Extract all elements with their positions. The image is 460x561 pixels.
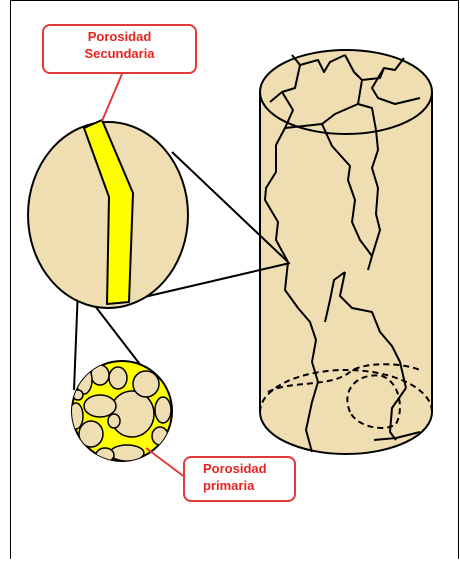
primary-porosity-callout: Porosidad primaria (183, 456, 296, 502)
cylinder-top (260, 50, 432, 134)
secondary-porosity-label-line1: Porosidad (44, 28, 195, 45)
pore-grains-circle (69, 361, 172, 462)
fracture-magnified-circle (28, 120, 188, 308)
primary-porosity-label-line2: primaria (203, 477, 294, 494)
secondary-porosity-label-line2: Secundaria (44, 45, 195, 62)
rock-core-cylinder (260, 50, 432, 454)
secondary-porosity-callout: Porosidad Secundaria (42, 24, 197, 74)
cylinder-body (260, 92, 432, 454)
primary-porosity-label-line1: Porosidad (203, 460, 294, 477)
